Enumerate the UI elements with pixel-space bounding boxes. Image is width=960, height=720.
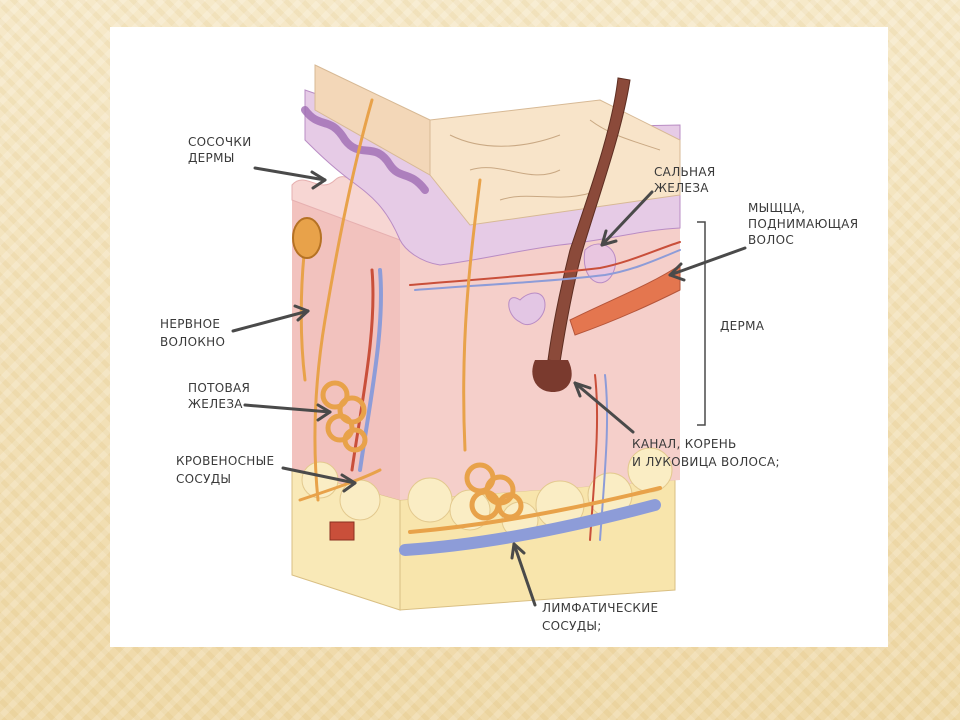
label-follicle-line1: КАНАЛ, КОРЕНЬ (632, 437, 737, 451)
nerve-fibers (298, 98, 482, 502)
label-blood-line2: СОСУДЫ (176, 472, 231, 486)
label-nerve: НЕРВНОЕ ВОЛОКНО (160, 317, 225, 349)
label-muscle: МЫЩЦА, ПОДНИМАЮЩАЯ ВОЛОС (748, 201, 858, 247)
sebaceous-gland-2 (583, 243, 617, 284)
label-muscle-line3: ВОЛОС (748, 233, 794, 247)
skin-surface-grooves (449, 119, 661, 201)
label-nerve-line2: ВОЛОКНО (160, 335, 225, 349)
label-dermis: ДЕРМА (720, 319, 765, 333)
label-sweat-line1: ПОТОВАЯ (188, 381, 250, 395)
vessel-cross-section (329, 521, 355, 541)
sweat-gland-center (464, 462, 524, 521)
pointer-arrows (231, 166, 747, 607)
label-sebaceous-line1: САЛЬНАЯ (654, 165, 716, 179)
label-nerve-line1: НЕРВНОЕ (160, 317, 220, 331)
label-muscle-line2: ПОДНИМАЮЩАЯ (748, 217, 858, 231)
label-papillae-line1: СОСОЧКИ (188, 135, 251, 149)
label-papillae-line2: ДЕРМЫ (188, 151, 235, 165)
basal-layer-wave (301, 106, 429, 194)
label-lymph-line2: СОСУДЫ; (542, 619, 602, 633)
label-blood: КРОВЕНОСНЫЕ СОСУДЫ (176, 454, 274, 486)
label-sebaceous: САЛЬНАЯ ЖЕЛЕЗА (654, 165, 716, 195)
dermis-front (292, 185, 400, 500)
label-sweat: ПОТОВАЯ ЖЕЛЕЗА (188, 381, 250, 411)
lymphatic-vessel (399, 499, 661, 556)
label-lymph: ЛИМФАТИЧЕСКИЕ СОСУДЫ; (542, 601, 658, 633)
hair-bulb (532, 360, 572, 392)
large-artery (408, 486, 662, 534)
sebaceous-gland (508, 292, 546, 326)
label-sweat-line2: ЖЕЛЕЗА (188, 397, 243, 411)
nerve-ending-corpuscle (292, 217, 322, 259)
dermis-bracket (697, 221, 706, 426)
epidermis-edge (314, 64, 431, 176)
label-lymph-line1: ЛИМФАТИЧЕСКИЕ (542, 601, 658, 615)
label-follicle: КАНАЛ, КОРЕНЬ И ЛУКОВИЦА ВОЛОСА; (632, 437, 780, 469)
label-follicle-line2: И ЛУКОВИЦА ВОЛОСА; (632, 455, 780, 469)
label-papillae: СОСОЧКИ ДЕРМЫ (188, 135, 251, 165)
sweat-gland-left (320, 380, 368, 453)
label-sebaceous-line2: ЖЕЛЕЗА (654, 181, 709, 195)
label-muscle-line1: МЫЩЦА, (748, 201, 805, 215)
label-blood-line1: КРОВЕНОСНЫЕ (176, 454, 274, 468)
